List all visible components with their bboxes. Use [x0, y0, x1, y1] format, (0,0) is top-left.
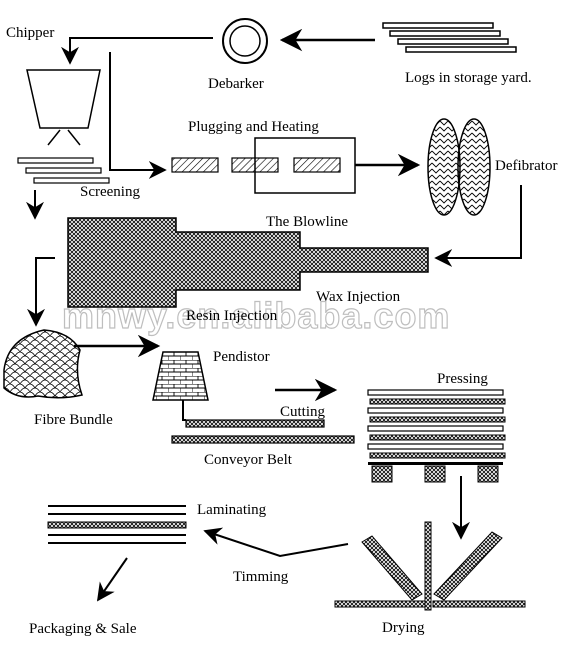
- blowline-pipe: [67, 217, 429, 308]
- timming-label: Timming: [233, 569, 289, 585]
- chipper-label: Chipper: [6, 25, 54, 41]
- screening-icon: [17, 157, 110, 184]
- conveyor-belt-icon: [171, 435, 355, 444]
- cutting-belt: [185, 419, 325, 428]
- debarker-icon: [222, 18, 268, 64]
- debarker-label: Debarker: [208, 76, 264, 92]
- conveyor-label: Conveyor Belt: [204, 452, 293, 468]
- laminating-sheets-icon: [47, 505, 187, 544]
- plugging-heater-icon: [171, 137, 356, 194]
- arrow-chipper-to-plugging: [109, 52, 167, 179]
- pendistor-icon: [152, 351, 209, 401]
- fibre-bundle-label: Fibre Bundle: [34, 412, 113, 428]
- packaging-label: Packaging & Sale: [29, 621, 137, 637]
- logs-label: Logs in storage yard.: [405, 70, 532, 86]
- logs-stack-icon: [382, 22, 517, 53]
- arrow-to-fibre-bundle: [27, 257, 55, 327]
- wax-label: Wax Injection: [316, 289, 401, 305]
- plugging-label: Plugging and Heating: [188, 119, 319, 135]
- resin-label: Resin Injection: [186, 308, 278, 324]
- cutting-label: Cutting: [280, 404, 326, 420]
- arrow-drying-to-laminating: [203, 527, 349, 558]
- arrow-defibrator-to-blowline: [434, 185, 522, 267]
- drying-rack-icon: [334, 521, 526, 611]
- pendistor-chute: [182, 400, 186, 421]
- defibrator-label: Defibrator: [495, 158, 557, 174]
- watermark: mnwy.en.alibaba.com: [62, 295, 450, 336]
- chipper-icon: [26, 69, 101, 146]
- blowline-label: The Blowline: [266, 214, 348, 230]
- arrow-debarker-to-chipper: [61, 37, 213, 65]
- screening-label: Screening: [80, 184, 140, 200]
- laminating-label: Laminating: [197, 502, 267, 518]
- pendistor-label: Pendistor: [213, 349, 270, 365]
- pressing-stack-icon: [367, 389, 506, 483]
- fibre-bundle-icon: [3, 329, 83, 399]
- defibrator-icon: [427, 118, 491, 216]
- pressing-label: Pressing: [437, 371, 488, 387]
- arrow-to-packaging: [96, 557, 128, 602]
- drying-label: Drying: [382, 620, 425, 636]
